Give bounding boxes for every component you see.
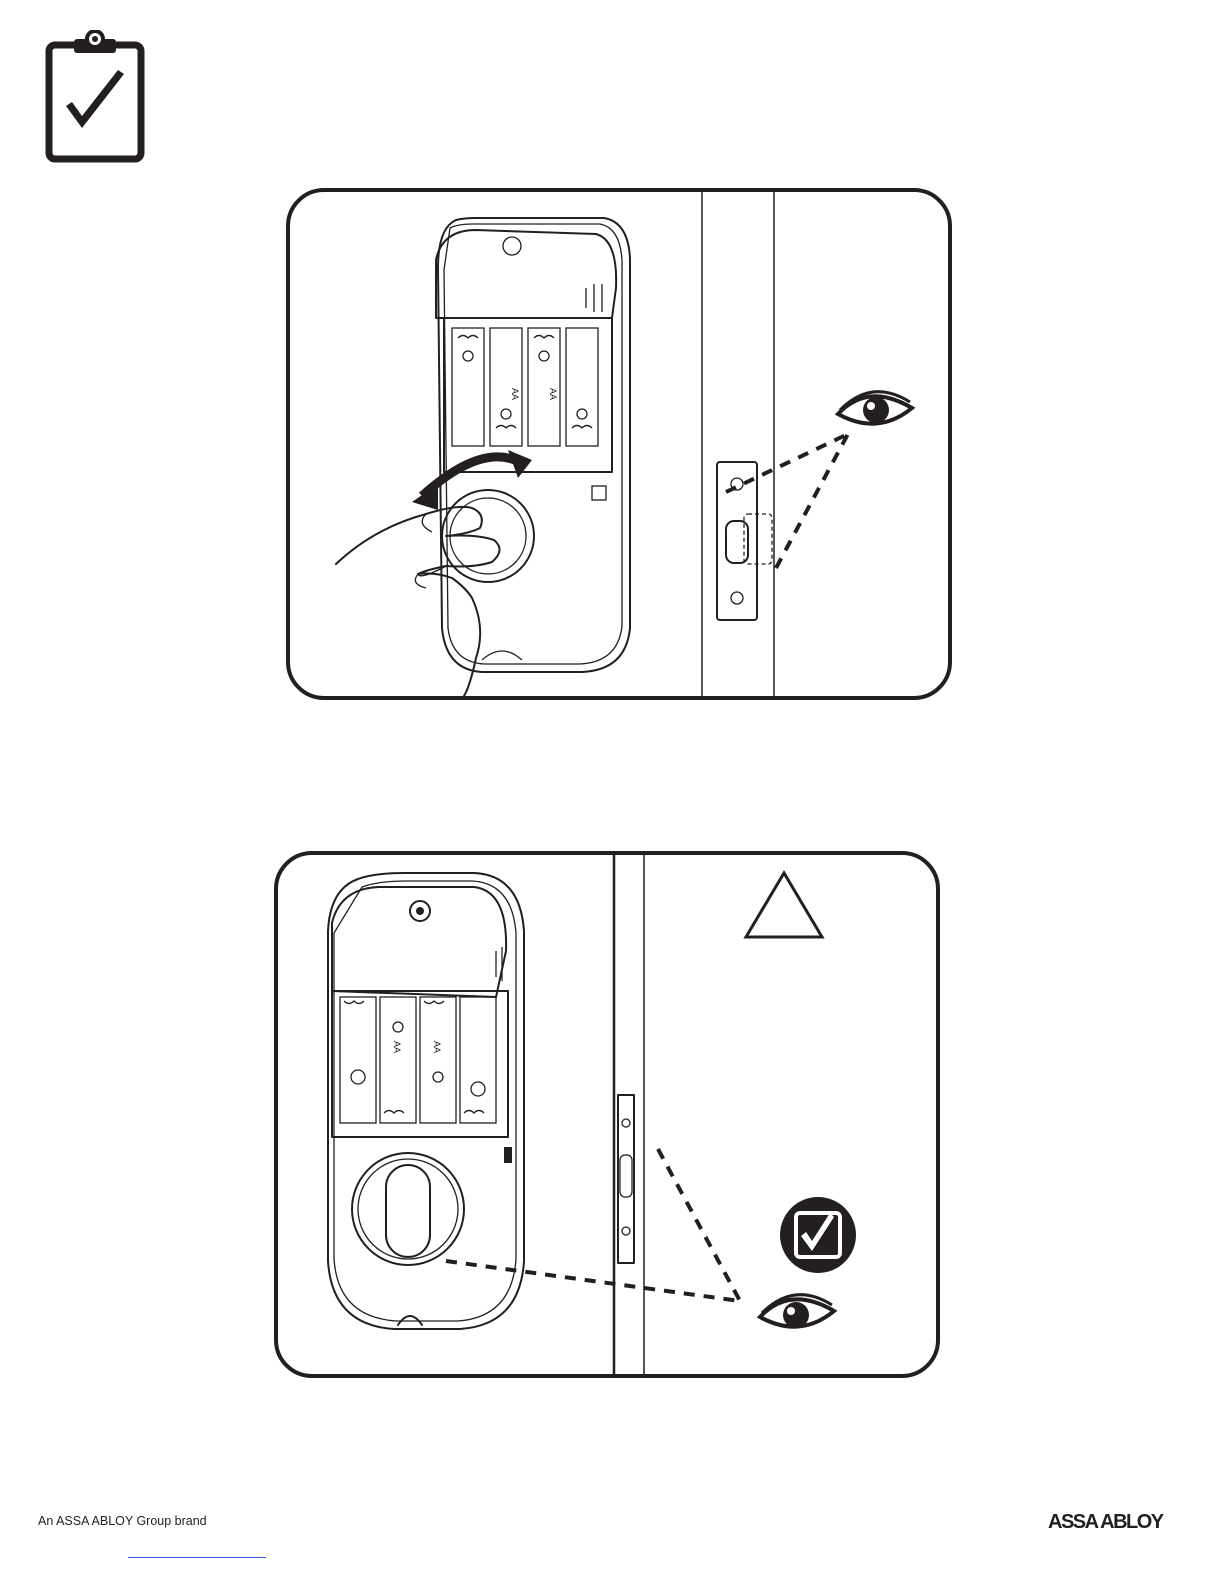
figure-check-bolt: AA AA xyxy=(274,851,940,1378)
battery-label: AA xyxy=(548,388,558,400)
check-box-icon xyxy=(780,1197,856,1273)
footer-link[interactable] xyxy=(128,1557,266,1558)
battery-label: AA xyxy=(392,1041,402,1053)
battery-label: AA xyxy=(432,1041,442,1053)
battery-label: AA xyxy=(510,388,520,400)
clipboard-check-icon xyxy=(44,30,146,164)
figure-turn-thumbturn: AA AA xyxy=(286,188,952,700)
footer-tagline: An ASSA ABLOY Group brand xyxy=(38,1514,207,1528)
brand-logo: ASSA ABLOY xyxy=(1048,1511,1163,1534)
